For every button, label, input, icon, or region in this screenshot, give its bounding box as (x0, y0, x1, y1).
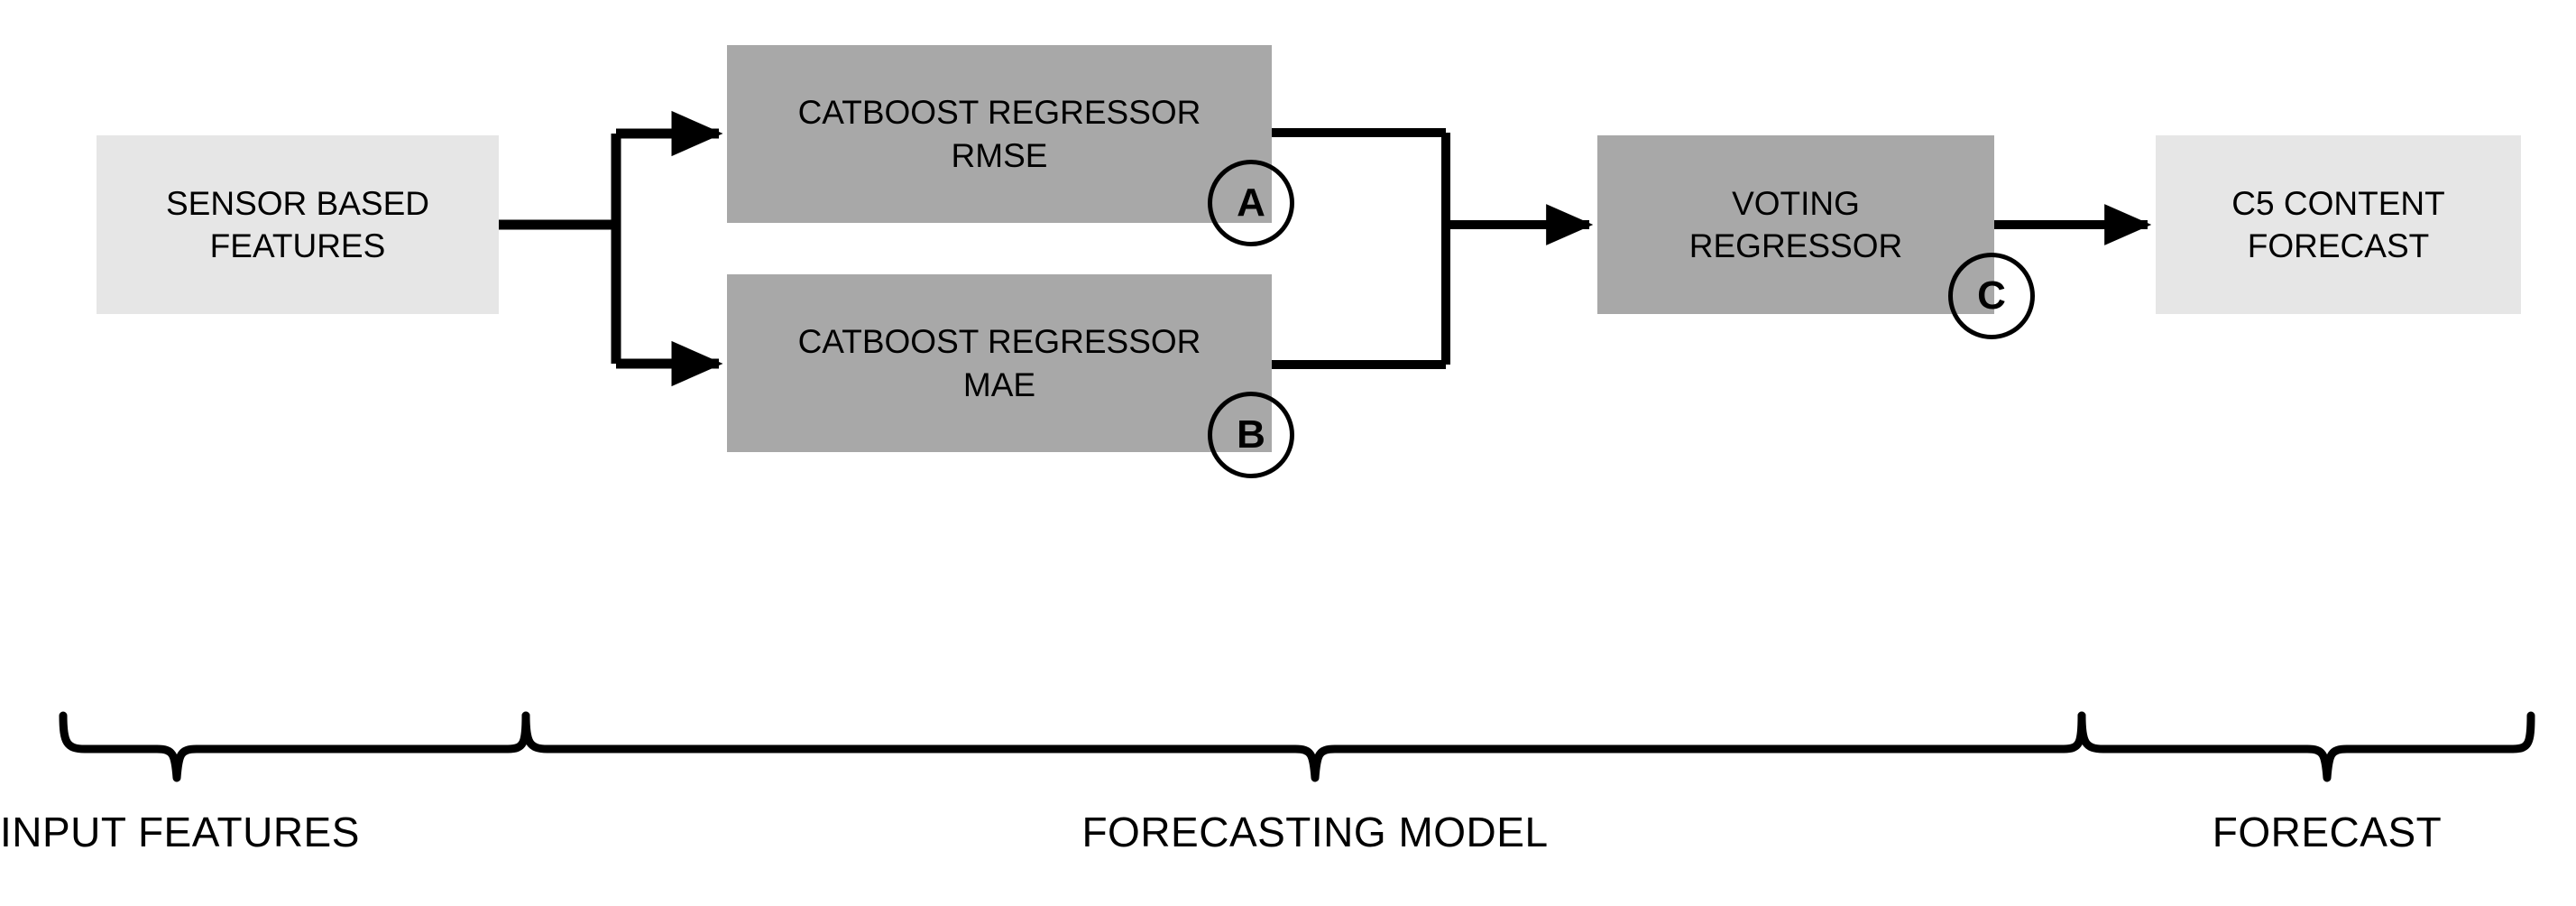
marker-b[interactable]: B (1208, 392, 1294, 478)
node-c5-forecast-label: C5 CONTENT FORECAST (2231, 184, 2445, 264)
node-voting-regressor[interactable]: VOTING REGRESSOR (1597, 135, 1994, 314)
node-voting-regressor-label: VOTING REGRESSOR (1688, 184, 1903, 264)
marker-a[interactable]: A (1208, 160, 1294, 246)
bracket-forecast-label: FORECAST (2056, 808, 2576, 856)
marker-b-label: B (1237, 412, 1265, 457)
marker-a-label: A (1237, 180, 1265, 225)
bracket-model-text: FORECASTING MODEL (1081, 809, 1549, 855)
marker-c-label: C (1977, 273, 2006, 318)
node-c5-forecast[interactable]: C5 CONTENT FORECAST (2156, 135, 2521, 314)
node-catboost-mae-label: CATBOOST REGRESSOR MAE (797, 323, 1201, 403)
node-catboost-rmse-label: CATBOOST REGRESSOR RMSE (797, 94, 1201, 174)
marker-c[interactable]: C (1948, 253, 2035, 339)
node-sensor-features-label: SENSOR BASED FEATURES (166, 184, 429, 264)
bracket-input-shape (59, 711, 530, 782)
bracket-forecast-text: FORECAST (2212, 809, 2443, 855)
bracket-model-shape (521, 711, 2086, 782)
bracket-model-label: FORECASTING MODEL (954, 808, 1676, 856)
bracket-input-text: INPUT FEATURES (0, 809, 360, 855)
node-sensor-features[interactable]: SENSOR BASED FEATURES (97, 135, 499, 314)
node-catboost-rmse[interactable]: CATBOOST REGRESSOR RMSE (727, 45, 1272, 223)
bracket-input-label: INPUT FEATURES (0, 808, 359, 856)
bracket-forecast-shape (2077, 711, 2535, 782)
node-catboost-mae[interactable]: CATBOOST REGRESSOR MAE (727, 274, 1272, 452)
